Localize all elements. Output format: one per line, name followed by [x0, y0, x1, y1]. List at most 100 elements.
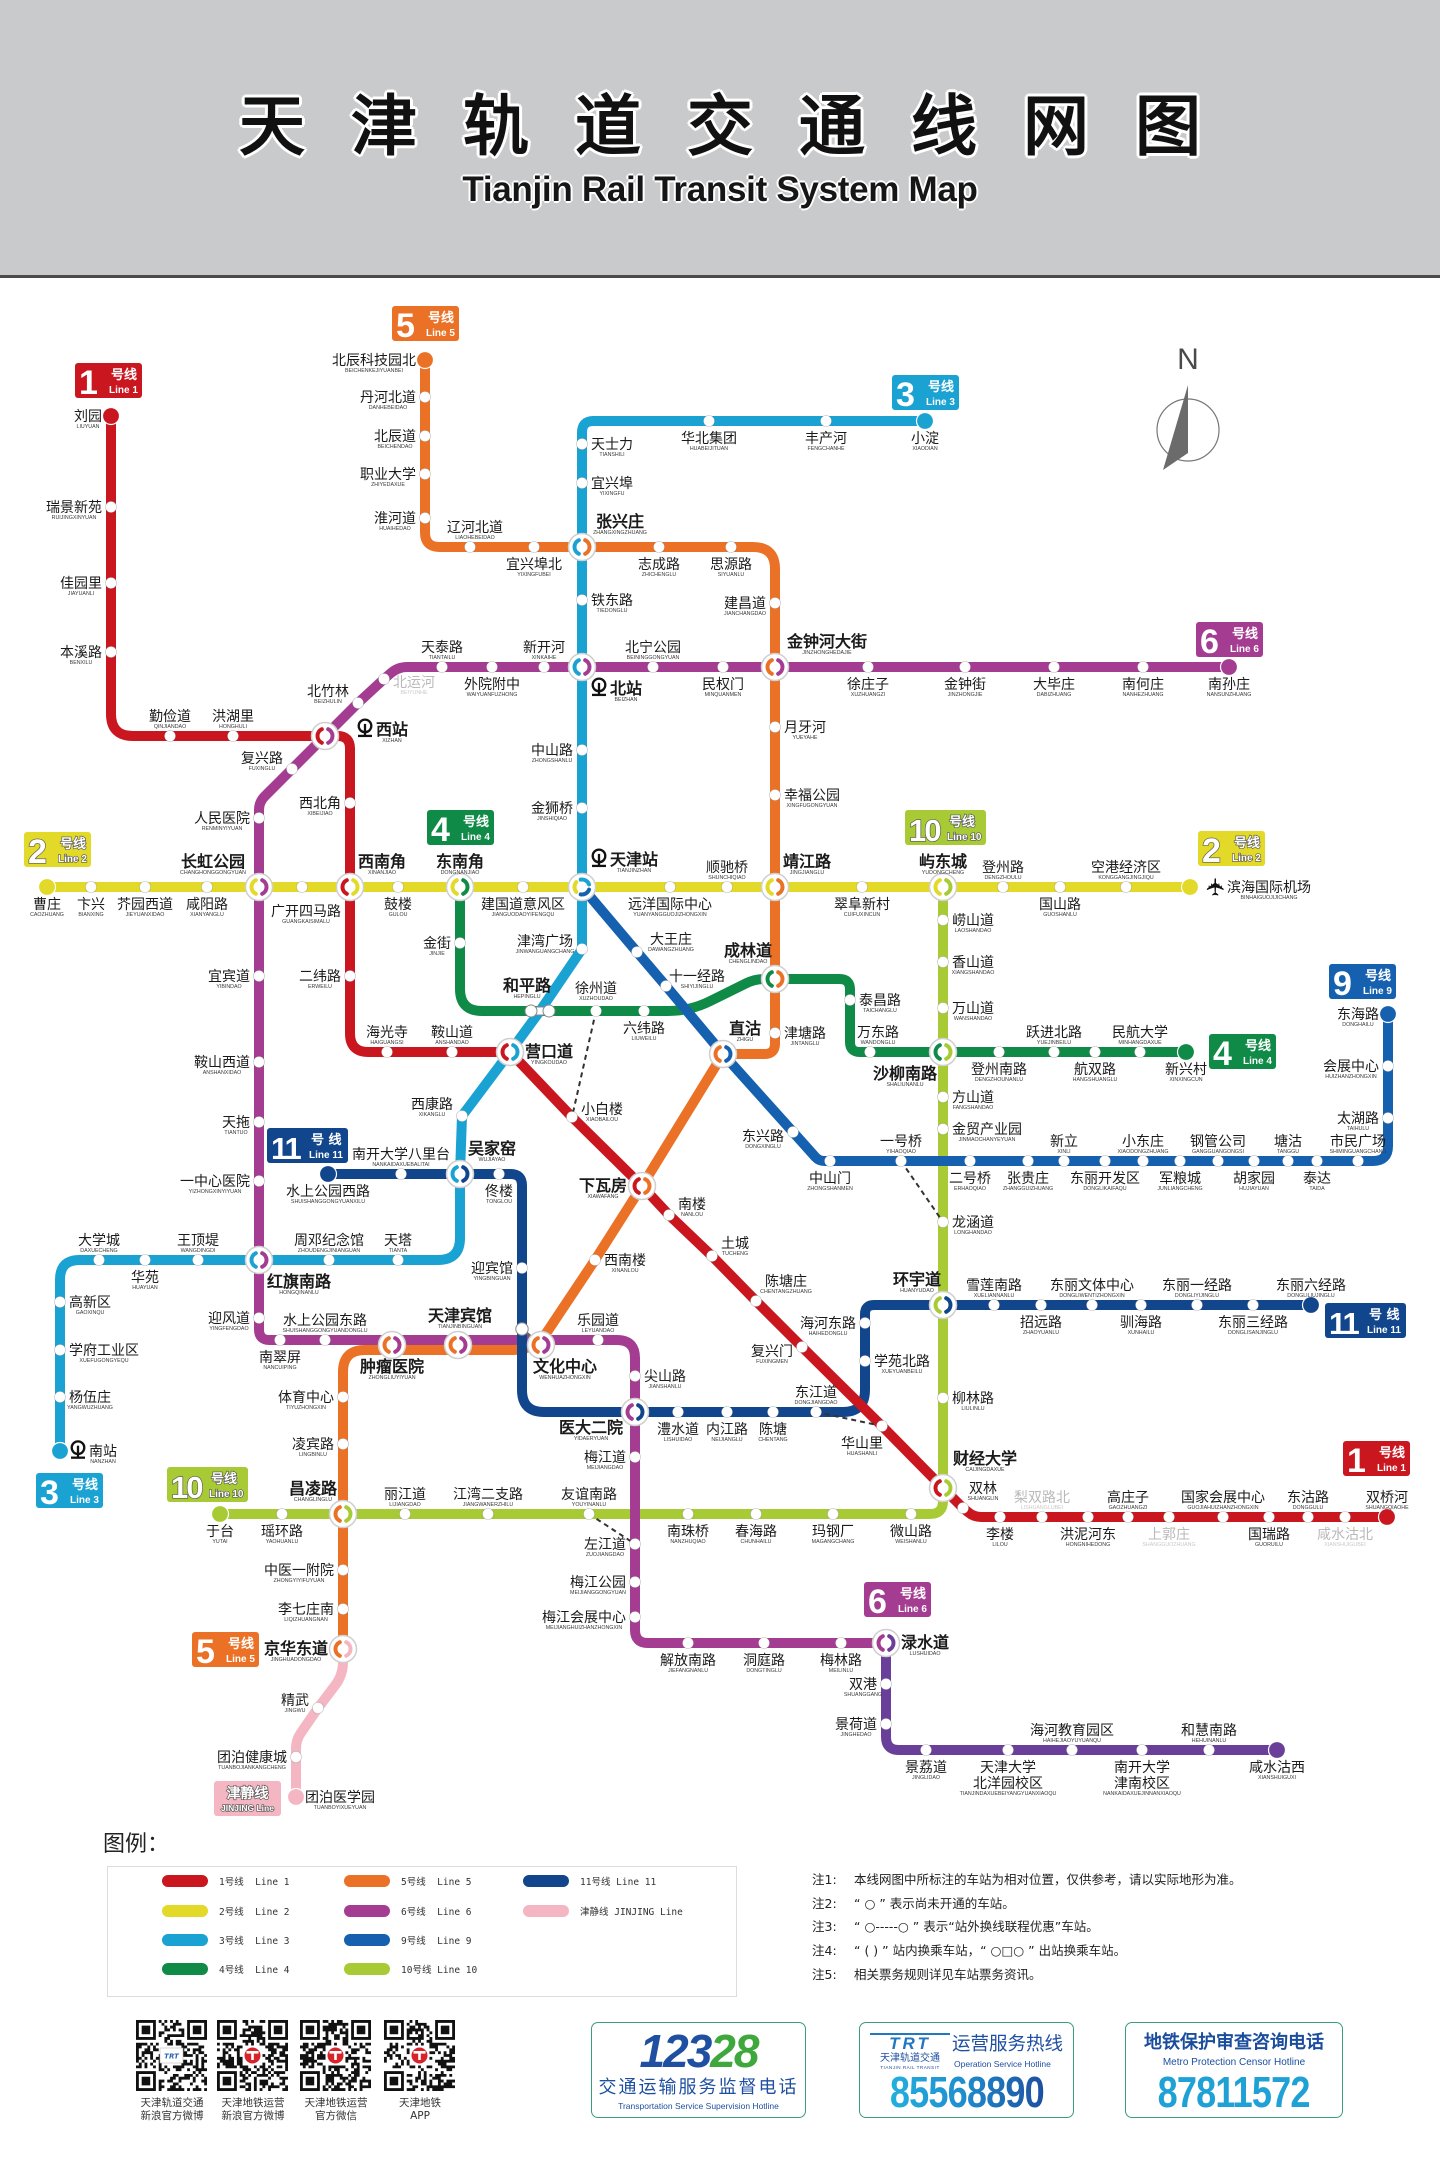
station-marker: [1099, 1155, 1112, 1168]
station-meijianggongyuan: [629, 1576, 642, 1589]
station-marker: [295, 881, 308, 894]
station-pinyin: CHENGLINDAO: [729, 959, 768, 965]
interchange-arc: [500, 1043, 509, 1061]
station-pinyin: BIANXING: [78, 912, 103, 918]
station-name: 长虹公园: [181, 852, 245, 871]
station-marker: [796, 1341, 809, 1354]
station-name: 高新区: [69, 1294, 111, 1311]
station-name: 直沽: [729, 1019, 761, 1038]
station-shangguozhuang: [1163, 1511, 1176, 1524]
station-pinyin: TIANTAILU: [429, 655, 456, 661]
station-pinyin: XIAOBAILOU: [586, 1117, 618, 1123]
station-donglikaifaqu: [1099, 1155, 1112, 1168]
station-marker: [576, 476, 589, 489]
station-pinyin: YAOHUANLU: [266, 1539, 299, 1545]
hotline-card-transport-supervision: 12328 交通运输服务监督电话 Transportation Service …: [591, 2022, 806, 2118]
note-text: 相关票务规则详见车站票务资讯。: [854, 1966, 1042, 1982]
station-name: 东丽六经路: [1276, 1278, 1346, 1294]
station-xinkaihe: [538, 661, 551, 674]
legend-item: 11号线 Line 11: [523, 1874, 656, 1888]
interchange-arc: [448, 1336, 457, 1354]
station-pinyin: LIJIANGDAO: [389, 1502, 421, 1508]
station-jinglidao: [920, 1744, 933, 1757]
station-pinyin: SHIYIJINGLU: [681, 984, 714, 990]
station-meijianghuizhanzhongxin: [629, 1611, 642, 1624]
station-pinyin: DONGTINGLU: [746, 1668, 781, 1674]
station-marker: [226, 730, 239, 743]
interchange-arc: [578, 887, 592, 897]
legend-item: 1号线 Line 1: [162, 1874, 289, 1888]
station-name: 芥园西道: [117, 897, 173, 913]
station-jiangwanerzhilu: [481, 1508, 494, 1521]
metro-logo-stem: [251, 2051, 254, 2060]
station-name: 大王庄: [650, 931, 692, 948]
station-yibindao: [252, 970, 265, 983]
station-marker: [453, 937, 466, 950]
station-pinyin: HEHUINANLU: [1192, 1738, 1227, 1744]
legend-label: 11号线 Line 11: [580, 1877, 657, 1888]
station-bianxing: [85, 881, 98, 894]
qr-caption-line: 官方微信: [315, 2110, 357, 2122]
station-pinyin: HUIZHANZHONGXIN: [1325, 1074, 1377, 1080]
station-pinyin: TONGLOU: [486, 1199, 512, 1205]
station-benxilu: [105, 646, 118, 659]
station-name: 南楼: [678, 1197, 706, 1213]
station-marker: [1191, 1299, 1204, 1312]
station-pinyin: HAIHEDONGLU: [809, 1331, 848, 1337]
interchange-arc: [578, 877, 592, 887]
station-yuanyangguojizhongxin: [664, 881, 677, 894]
station-name: 东丽开发区: [1070, 1171, 1140, 1187]
station-pinyin: NANZHAN: [90, 1459, 116, 1465]
station-pinyin: HONGNIHEDONG: [1066, 1542, 1110, 1548]
station-pinyin: JIANGWANERZHILU: [463, 1502, 514, 1508]
station-pinyin: GUORUILU: [1255, 1542, 1283, 1548]
station-pinyin: YIXINGFUBEI: [517, 572, 551, 578]
station-marker: [1134, 1046, 1147, 1059]
badge-background: [24, 832, 91, 867]
station-marker: [455, 1110, 468, 1123]
station-name: 昌凌路: [289, 1479, 338, 1498]
badge-line-label-en: Line 1: [1377, 1463, 1406, 1474]
interchange-arc: [315, 727, 324, 745]
station-pinyin: FUXINGLU: [249, 766, 276, 772]
station-erweilu: [343, 970, 356, 983]
railway-station-icon: [591, 848, 607, 868]
badge-line-label-cn: 号线: [1234, 835, 1260, 851]
badge-background: [1196, 622, 1263, 657]
station-name: 肿瘤医院: [360, 1357, 424, 1376]
station-marker: [54, 1344, 67, 1357]
station-pinyin: MEILINLU: [829, 1668, 854, 1674]
qr-code-weibo-rail-transit: TRT: [136, 2020, 207, 2091]
station-name: 鞍山道: [431, 1025, 473, 1041]
station-pinyin: XIAODONGZHUANG: [1118, 1149, 1169, 1155]
station-pinyin: JIEYUANXIDAO: [126, 912, 165, 918]
station-name: 屿东城: [919, 852, 967, 871]
station-pinyin: NANKAIDAXUEJINNANXIAOQU: [1103, 1791, 1181, 1797]
qr-caption-line: 天津地铁: [399, 2097, 441, 2109]
interchange-arc: [887, 1634, 896, 1652]
compass: N: [1156, 343, 1220, 470]
compass-needle-icon: [1163, 385, 1188, 470]
station-changhonggongyuan: [244, 872, 274, 902]
